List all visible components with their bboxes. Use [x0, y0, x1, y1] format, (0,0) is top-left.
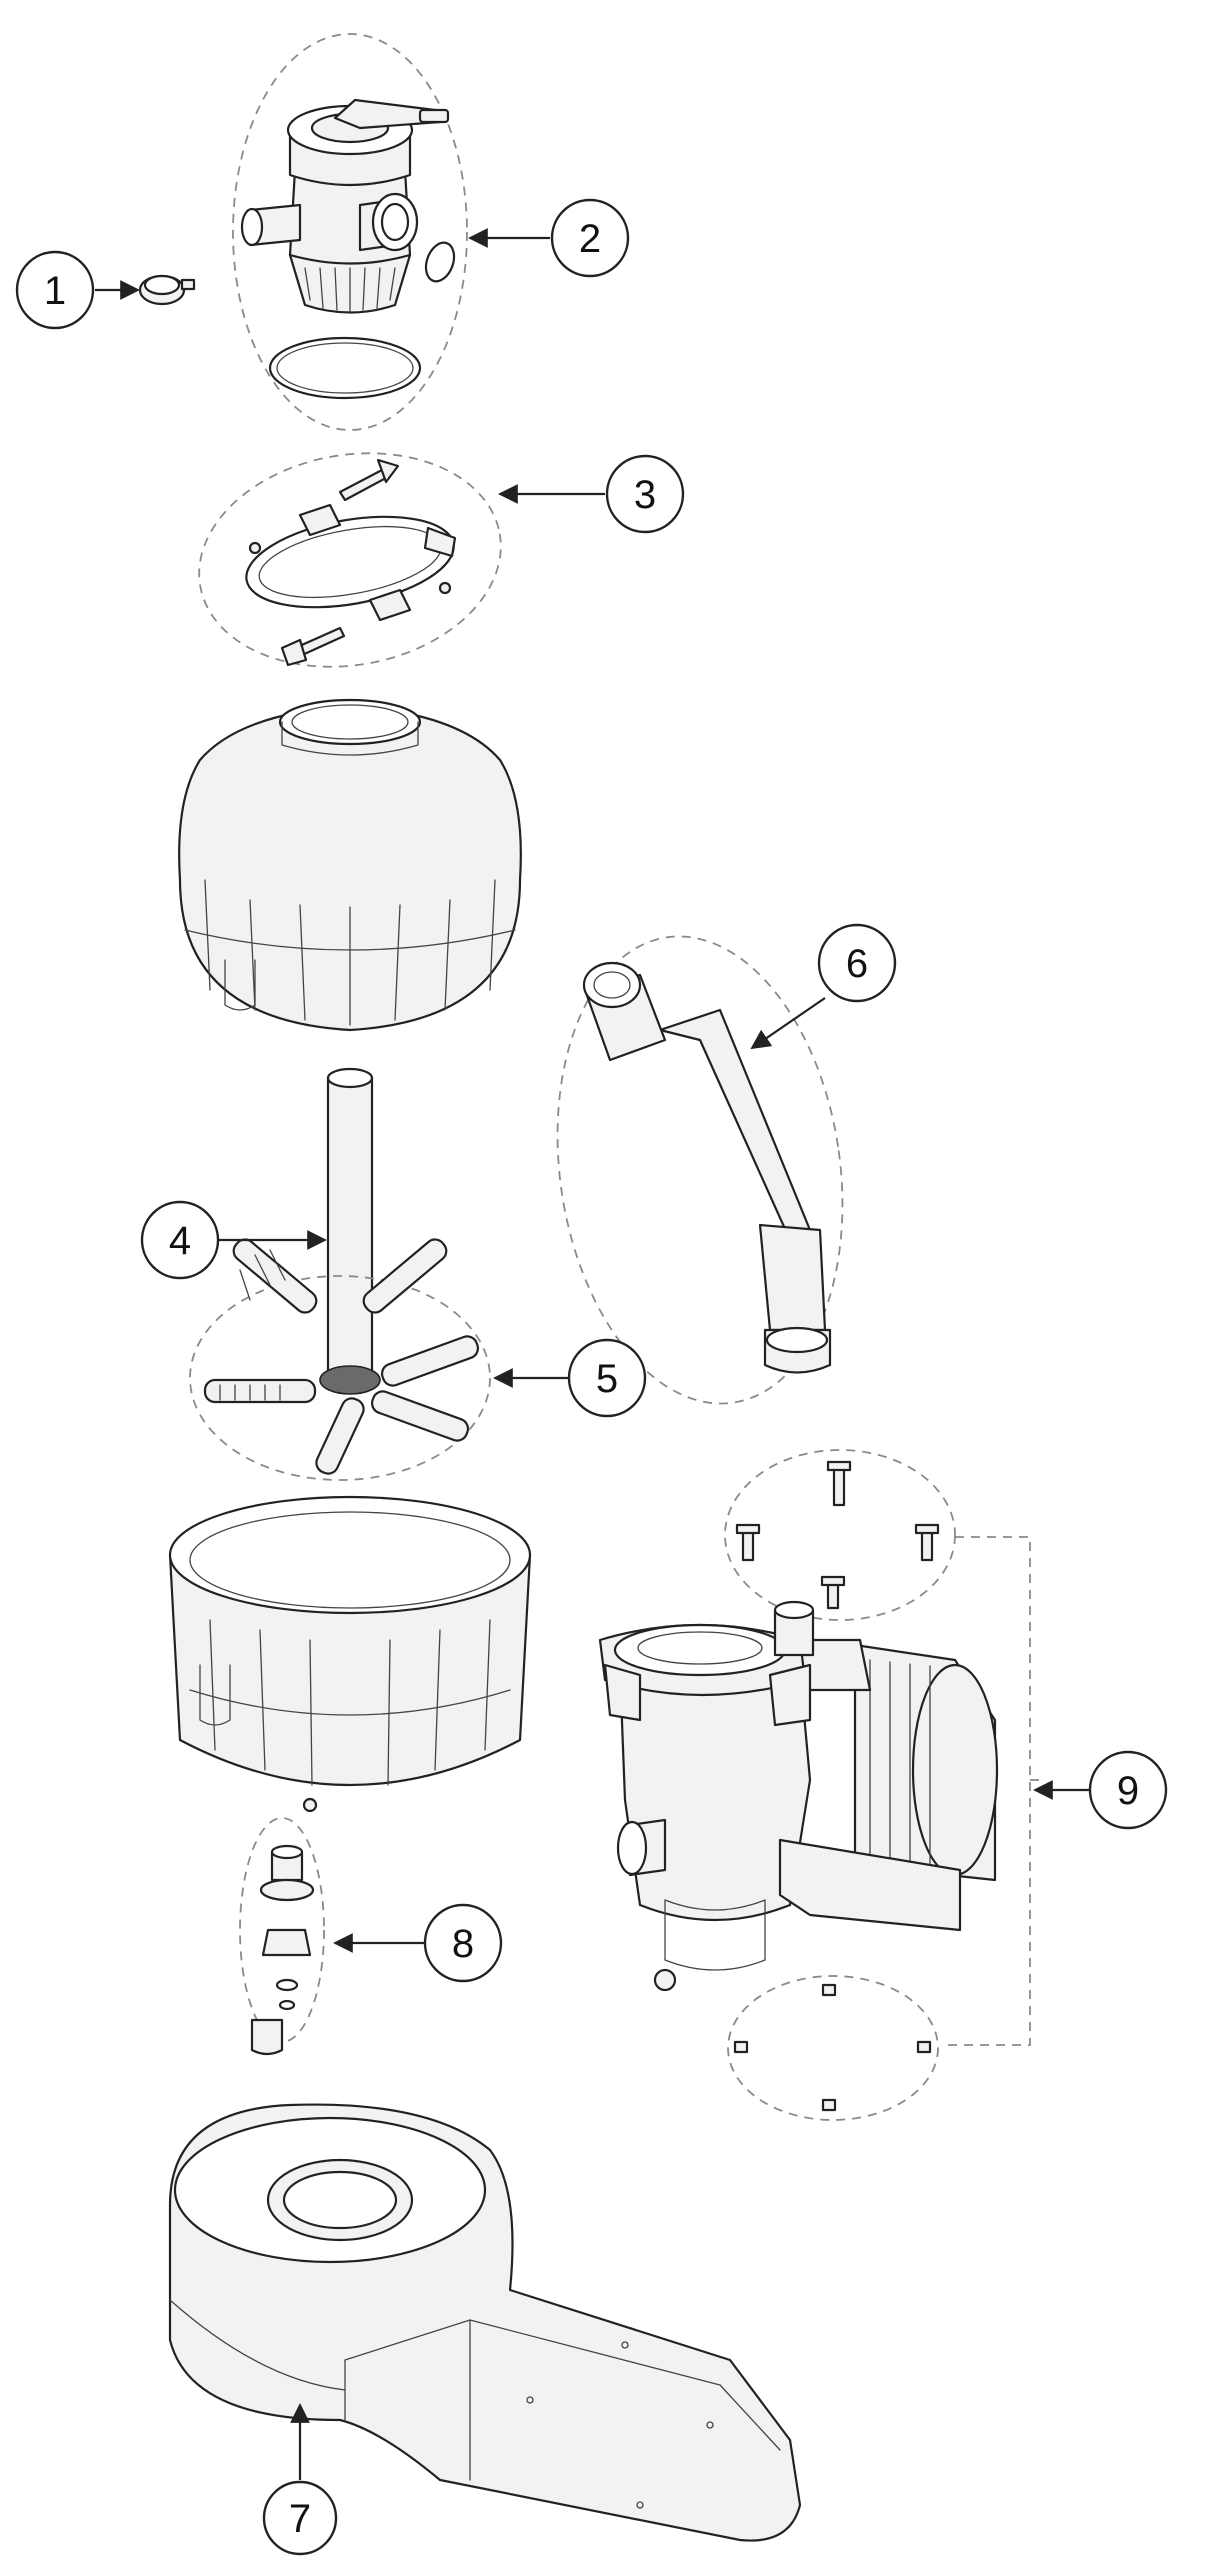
svg-text:5: 5 [596, 1357, 618, 1401]
part-2-multiport-valve [232, 33, 468, 431]
callout-5: 5 [567, 1338, 647, 1418]
svg-text:8: 8 [452, 1922, 474, 1966]
part-5-laterals [189, 1238, 491, 1481]
part-8-drain-assembly [239, 1817, 325, 2056]
tank-top-dome [178, 698, 522, 1032]
tank-bottom-bowl [168, 1495, 532, 1813]
svg-text:2: 2 [579, 217, 601, 261]
callout-1: 1 [15, 250, 95, 330]
callout-7: 7 [262, 2480, 338, 2556]
callout-9: 9 [1088, 1750, 1168, 1830]
leader-lines [95, 228, 1090, 2480]
part-7-base [168, 2103, 802, 2542]
callout-3: 3 [605, 454, 685, 534]
part-6-connecting-pipe [556, 935, 844, 1405]
leader-6 [750, 997, 826, 1050]
svg-text:1: 1 [44, 269, 66, 313]
part-4-central-pipe [326, 1067, 374, 1380]
svg-text:4: 4 [169, 1219, 191, 1263]
callout-8: 8 [423, 1903, 503, 1983]
svg-text:3: 3 [634, 473, 656, 517]
svg-text:6: 6 [846, 942, 868, 986]
part-1-pressure-gauge [138, 274, 196, 306]
callout-4: 4 [140, 1200, 220, 1280]
callout-6: 6 [817, 923, 897, 1003]
part-9-pump [598, 1449, 1040, 2121]
part-3-clamp-ring [198, 452, 502, 668]
callout-2: 2 [550, 198, 630, 278]
svg-text:9: 9 [1117, 1769, 1139, 1813]
svg-text:7: 7 [289, 2497, 311, 2541]
